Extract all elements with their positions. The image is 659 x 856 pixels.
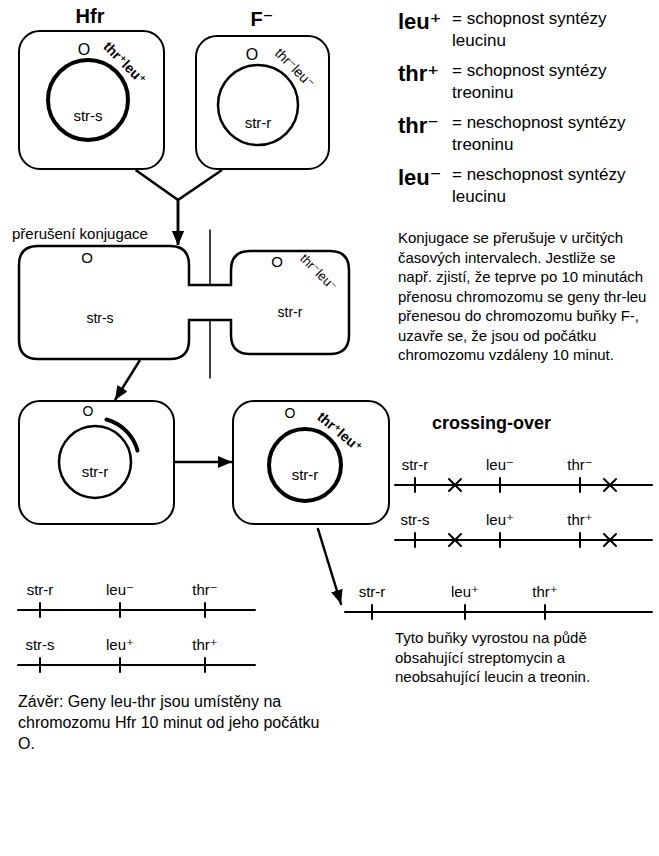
gene-tick xyxy=(464,605,466,619)
chromosome-line xyxy=(18,664,255,666)
gene-tick xyxy=(371,605,373,619)
pairing-lines xyxy=(18,603,255,672)
origin-label: O xyxy=(285,405,296,421)
gene-label: thr⁻ xyxy=(192,580,217,600)
gene-label: thr⁺leu⁺ xyxy=(314,409,365,456)
cell-heading: Hfr xyxy=(76,5,105,28)
origin-label: O xyxy=(271,253,283,270)
origin-label: O xyxy=(78,41,90,59)
gene-tick xyxy=(499,478,501,492)
recipient-cell: Ostr-r xyxy=(18,400,175,525)
gene-label: str-s xyxy=(25,635,54,655)
gene-definition: = neschopnost syntézy treoninu xyxy=(452,112,642,156)
gene-label: str-s xyxy=(86,310,113,326)
gene-label: leu⁻ xyxy=(486,455,514,475)
gene-definition: = schopnost syntézy leucinu xyxy=(452,8,642,52)
origin-label: O xyxy=(246,46,258,64)
recombinant-cell: Othr⁺leu⁺ str-r xyxy=(232,400,390,525)
gene-symbol: leu⁺ xyxy=(398,8,441,37)
crossover-mark xyxy=(604,534,616,546)
process-arrow xyxy=(115,360,140,400)
section-heading: crossing-over xyxy=(432,412,551,435)
explanation-text: Konjugace se přerušuje v určitých časový… xyxy=(398,228,650,365)
gene-label: thr⁺ xyxy=(567,510,592,530)
gene-label: thr⁻ xyxy=(567,455,592,475)
gene-tick xyxy=(119,603,121,617)
crossover-mark xyxy=(449,534,461,546)
gene-label: str-r xyxy=(292,466,319,483)
gene-label: str-s xyxy=(400,510,429,530)
gene-tick xyxy=(414,478,416,492)
crossover-mark xyxy=(449,479,461,491)
gene-tick xyxy=(499,533,501,547)
gene-label: leu⁺ xyxy=(106,635,134,655)
hfr-chromosome xyxy=(48,60,128,140)
origin-label: O xyxy=(83,403,94,419)
gene-label: str-r xyxy=(245,114,272,131)
gene-tick xyxy=(39,658,41,672)
recipient-cell: F⁻Othr⁻leu⁻str-r xyxy=(195,35,330,170)
chromosome-line xyxy=(18,609,255,611)
gene-tick xyxy=(204,658,206,672)
gene-tick xyxy=(204,603,206,617)
conjugating-cells: Ostr-sOthr⁻leu⁻str-r xyxy=(18,245,350,360)
recipient-chromosome xyxy=(59,426,131,498)
gene-tick xyxy=(119,658,121,672)
result-arrow xyxy=(318,529,341,604)
gene-definition: = neschopnost syntézy leucinu xyxy=(452,164,642,208)
cell-outline-path xyxy=(19,246,349,359)
gene-label: leu⁺ xyxy=(451,582,479,602)
gene-label: thr⁺leu⁺ xyxy=(100,38,149,87)
gene-tick xyxy=(579,478,581,492)
gene-tick xyxy=(579,533,581,547)
gene-label: str-s xyxy=(73,107,102,124)
hfr-cell: HfrOthr⁺leu⁺str-s xyxy=(18,30,165,170)
origin-label: O xyxy=(81,249,93,266)
gene-label: leu⁺ xyxy=(486,510,514,530)
gene-label: leu⁻ xyxy=(106,580,134,600)
process-arrow xyxy=(175,461,232,464)
gene-definition: = schopnost syntézy treoninu xyxy=(452,60,642,104)
cut-label: přerušení konjugace xyxy=(12,224,148,244)
recipient-chromosome xyxy=(218,65,298,145)
gene-label: str-r xyxy=(82,463,109,480)
crossing-over-lines xyxy=(395,478,652,547)
gene-label: str-r xyxy=(359,582,386,602)
chromosome-line xyxy=(395,539,652,541)
chromosome-line xyxy=(395,484,652,486)
conclusion-text: Závěr: Geny leu-thr jsou umístěny na chr… xyxy=(18,692,338,754)
gene-label: str-r xyxy=(27,580,54,600)
gene-label: str-r xyxy=(278,304,303,320)
gene-tick xyxy=(414,533,416,547)
crossover-mark xyxy=(604,479,616,491)
gene-label: thr⁺ xyxy=(192,635,217,655)
gene-tick xyxy=(39,603,41,617)
process-arrow xyxy=(178,170,222,245)
gene-label: thr⁻leu⁻ xyxy=(272,45,319,92)
gene-label: thr⁺ xyxy=(532,582,557,602)
cell-heading: F⁻ xyxy=(251,8,274,31)
result-line xyxy=(345,605,652,619)
gene-symbol: thr⁻ xyxy=(398,112,439,141)
gene-symbol: thr⁺ xyxy=(398,60,439,89)
recombinant-chromosome xyxy=(269,429,341,501)
gene-symbol: leu⁻ xyxy=(398,164,441,193)
gene-label: str-r xyxy=(402,455,429,475)
gene-tick xyxy=(544,605,546,619)
chromosome-line xyxy=(345,611,652,613)
donor-fragment xyxy=(106,420,137,451)
result-note: Tyto buňky vyrostou na půdě obsahující s… xyxy=(395,628,645,687)
